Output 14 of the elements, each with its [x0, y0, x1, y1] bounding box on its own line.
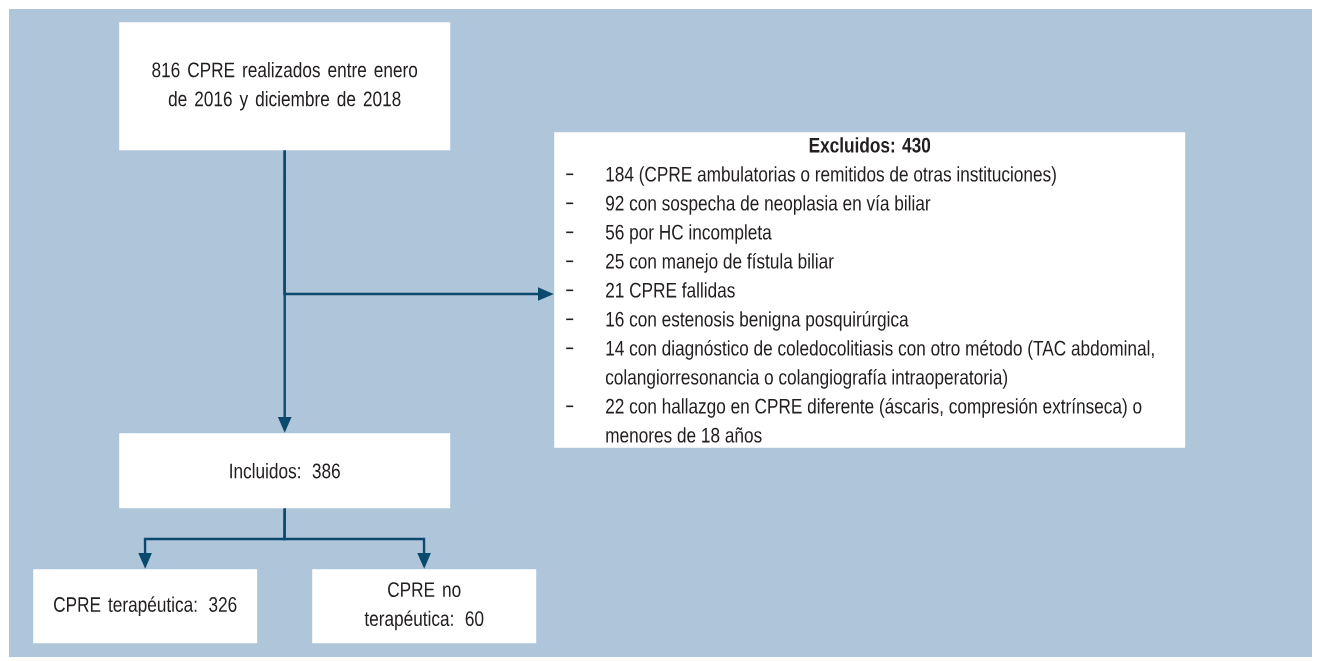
list-item: 21 CPRE fallidas [606, 282, 735, 298]
list-item: 25 con manejo de fístula biliar [606, 252, 834, 273]
list-item: 22 con hallazgo en CPRE diferente (áscaris, compresión extrínseca) o menores de 18 años [606, 397, 1142, 443]
flow-box: CPRE no terapéutica: 60 [312, 569, 537, 644]
list-item: 56 por HC incompleta [605, 224, 772, 244]
flow-box: CPRE terapéutica: 326 [33, 569, 258, 644]
list-item: 16 con estenosis benigna posquirúrgica [606, 310, 909, 331]
flow-box: Incluidos: 386 [119, 433, 451, 509]
list-item: 184 (CPRE ambulatorias o remitidos de otras instituciones) [606, 166, 1056, 186]
list-item: 92 con sospecha de neoplasia en vía biliar [606, 194, 931, 215]
flow-box: 816 CPRE realizados entre enero de 2016 y diciembre de 2018 [119, 22, 451, 151]
exclusion-box [554, 132, 1186, 448]
list-heading: Excluidos: 430 [809, 137, 931, 153]
list-item: 14 con diagnóstico de coledocolitiasis con otro método (TAC abdominal, colangiorresonancia o colangiografía intraoperatoria) [605, 339, 1154, 389]
